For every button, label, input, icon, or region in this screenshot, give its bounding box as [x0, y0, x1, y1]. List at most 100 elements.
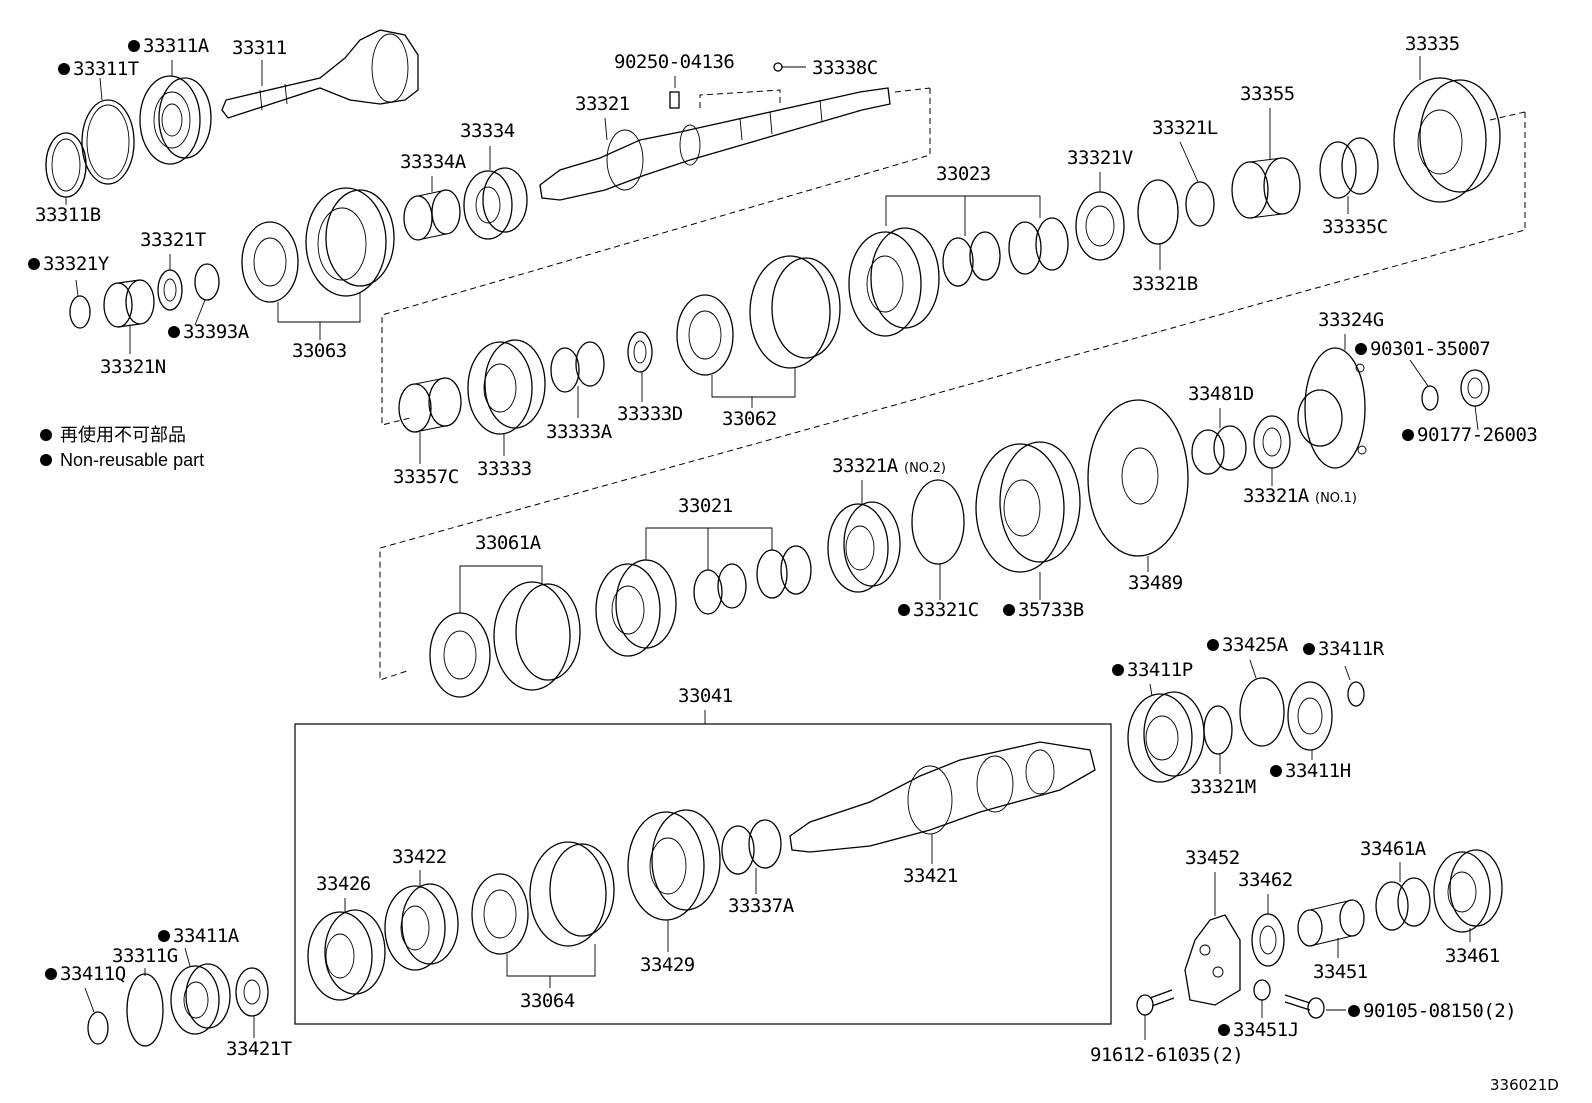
part-33411A-bearing: [170, 947, 231, 1035]
dashed-outline: [379, 87, 1526, 681]
label-33411P: 33411P: [1112, 659, 1193, 681]
part-number: 33481D: [1188, 383, 1254, 405]
non-reusable-dot: [158, 930, 170, 942]
label-33333D: 33333D: [617, 403, 683, 425]
label-33411Q: 33411Q: [45, 963, 126, 985]
part-33333A-needle-bearing: [550, 341, 605, 418]
part-33333-gear: [467, 339, 546, 456]
non-reusable-dot: [128, 40, 140, 52]
part-33429-gear: [627, 809, 721, 952]
part-suffix: (NO.1): [1315, 491, 1357, 506]
part-number: 33411P: [1127, 659, 1193, 681]
label-33321L: 33321L: [1152, 117, 1218, 139]
part-number: 91612-61035(2): [1090, 1044, 1243, 1066]
part-35733B-gear: [975, 441, 1081, 600]
part-number: 90105-08150(2): [1363, 1000, 1516, 1022]
part-number: 33411H: [1285, 760, 1351, 782]
part-number: 33335C: [1322, 216, 1388, 238]
label-90177-26003: 90177-26003: [1402, 424, 1538, 446]
part-33357C-collar: [398, 377, 462, 464]
part-33411H-bearing: [1287, 681, 1333, 760]
label-33321: 33321: [575, 93, 630, 115]
label-33429: 33429: [640, 954, 695, 976]
label-33321A-NO2: 33321A(NO.2): [832, 455, 946, 477]
label-91612-61035: 91612-61035(2): [1090, 1044, 1244, 1066]
part-number: 33337A: [728, 895, 795, 917]
non-reusable-dot: [1355, 343, 1367, 355]
part-number: 33324G: [1318, 309, 1384, 331]
part-33324G-flange: [1297, 334, 1367, 469]
label-33335C: 33335C: [1322, 216, 1388, 238]
non-reusable-dot: [1270, 765, 1282, 777]
part-number: 90177-26003: [1417, 424, 1537, 446]
part-number: 33041: [678, 685, 733, 707]
part-number: 33311: [232, 37, 287, 59]
part-number: 33489: [1128, 572, 1183, 594]
part-33311T-ring: [81, 77, 135, 185]
label-33461: 33461: [1445, 945, 1500, 967]
label-90250-04136: 90250-04136: [614, 51, 735, 73]
part-33481D-spacer: [1191, 408, 1247, 475]
label-33063: 33063: [292, 340, 347, 362]
part-number: 33311A: [143, 35, 210, 57]
part-number: 33334A: [400, 151, 467, 173]
part-33311B-snap-ring: [45, 132, 87, 205]
legend-dot-jp: [40, 429, 52, 441]
part-90105-08150-bolt: [1284, 994, 1346, 1019]
non-reusable-dot: [1112, 664, 1124, 676]
part-33462-gasket: [1251, 894, 1285, 967]
label-33461A: 33461A: [1360, 838, 1427, 860]
part-33061A-synchronizer: [429, 565, 581, 698]
part-number: 33338C: [812, 57, 878, 79]
label-33321Y: 33321Y: [28, 253, 110, 275]
part-number: 33321T: [140, 229, 206, 251]
part-number: 90301-35007: [1370, 338, 1490, 360]
label-33321N: 33321N: [100, 356, 166, 378]
part-33333D-washer: [627, 331, 653, 402]
part-33461-gear: [1433, 849, 1503, 942]
part-33311G-snap-ring: [126, 968, 164, 1047]
label-33335: 33335: [1405, 33, 1460, 55]
part-number: 33461A: [1360, 838, 1427, 860]
non-reusable-dot: [1348, 1005, 1360, 1017]
part-number: 33334: [460, 120, 515, 142]
part-90301-35007-oring: [1409, 359, 1439, 411]
label-33481D: 33481D: [1188, 383, 1254, 405]
label-33411H: 33411H: [1270, 760, 1351, 782]
part-number: 33321A: [1243, 485, 1310, 507]
part-number: 33411R: [1318, 638, 1385, 660]
part-number: 33451J: [1233, 1019, 1299, 1041]
label-33061A: 33061A: [475, 532, 542, 554]
label-33411R: 33411R: [1303, 638, 1385, 660]
part-33064-synchronizer: [471, 841, 615, 988]
label-33425A: 33425A: [1207, 634, 1289, 656]
label-33321V: 33321V: [1067, 147, 1133, 169]
label-33311A: 33311A: [128, 35, 210, 57]
label-33426: 33426: [316, 873, 371, 895]
part-number: 35733B: [1018, 599, 1084, 621]
non-reusable-dot: [45, 968, 57, 980]
part-33311A-bearing: [139, 60, 212, 165]
document-id: 336021D: [1490, 1076, 1559, 1094]
legend-dot-en: [40, 454, 52, 466]
label-33041: 33041: [678, 685, 733, 707]
part-number: 33333A: [546, 421, 613, 443]
label-33324G: 33324G: [1318, 309, 1384, 331]
part-33321B-snap-ring: [1137, 179, 1179, 270]
label-33422: 33422: [392, 846, 447, 868]
non-reusable-dot: [1218, 1024, 1230, 1036]
part-suffix: (NO.2): [904, 461, 946, 476]
label-33337A: 33337A: [728, 895, 795, 917]
part-33311-input-shaft: [221, 29, 419, 119]
part-33334-gear: [463, 146, 528, 240]
label-33023: 33023: [936, 163, 991, 185]
part-number: 33426: [316, 873, 371, 895]
label-33321A-NO1: 33321A (NO.1): [1243, 485, 1357, 507]
part-number: 33311T: [73, 58, 139, 80]
part-33321V-bearing: [1075, 172, 1125, 261]
part-number: 33462: [1238, 869, 1293, 891]
part-number: 33062: [722, 408, 777, 430]
countershaft-group-box: [294, 723, 1112, 1025]
label-33321B: 33321B: [1132, 273, 1198, 295]
